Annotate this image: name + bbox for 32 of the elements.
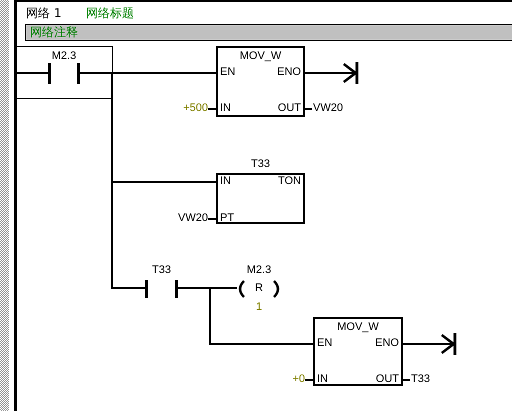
- comment-bar: [25, 24, 512, 41]
- network-title: 网络标题: [86, 6, 134, 20]
- pin-label: ENO: [277, 66, 301, 79]
- operand-label: M2.3: [52, 50, 76, 63]
- timer-type-label: TON: [278, 175, 301, 188]
- pin-label: EN: [317, 337, 332, 350]
- pin-label: IN: [220, 102, 231, 115]
- operand-label: VW20: [313, 102, 343, 115]
- coil-type-label: R: [255, 282, 263, 295]
- block-title: MOV_W: [240, 50, 282, 63]
- timer-number: T33: [251, 158, 270, 171]
- pin-label: IN: [317, 373, 328, 386]
- pin-label: IN: [220, 175, 231, 188]
- power-rail: [14, 0, 17, 411]
- pin-label: PT: [220, 212, 234, 225]
- pin-label: OUT: [278, 102, 301, 115]
- network-number: 网络 1: [26, 6, 62, 20]
- comment-text: 网络注释: [30, 25, 78, 39]
- operand-value: +500: [183, 102, 208, 115]
- wire: [80, 72, 145, 289]
- operand-value: 1: [256, 301, 262, 314]
- operand-value: +0: [292, 373, 305, 386]
- operand-label: T33: [411, 373, 430, 386]
- operand-label: M2.3: [246, 264, 272, 277]
- pin-label: OUT: [376, 373, 399, 386]
- operand-label: VW20: [178, 212, 208, 225]
- block-title: MOV_W: [337, 321, 379, 334]
- wire: [17, 72, 48, 74]
- wire: [178, 287, 313, 345]
- pin-label: EN: [220, 66, 236, 79]
- operand-label: T33: [152, 264, 171, 277]
- pin-label: ENO: [375, 337, 399, 350]
